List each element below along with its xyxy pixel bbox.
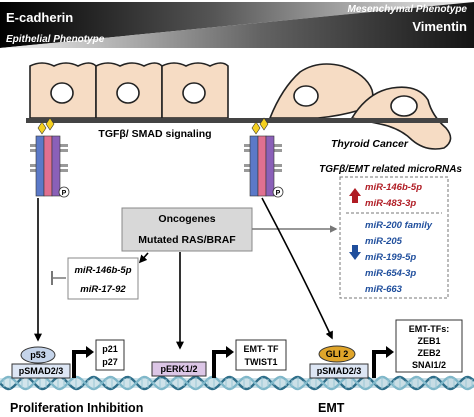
p27-label: p27 — [102, 357, 118, 367]
receptor-subunit — [35, 135, 45, 197]
mirna-inhibit-box — [67, 257, 139, 300]
down-arrow-icon — [349, 245, 361, 260]
emt-tfs-box — [395, 319, 463, 373]
mesenchymal-cell — [268, 63, 374, 119]
receptor-subunit — [51, 135, 61, 197]
gli2-node — [318, 345, 356, 363]
emt-tf-label: EMT- TF — [244, 344, 279, 354]
mirna-up-item: miR-146b-5p — [365, 182, 422, 193]
psmad-right-label: pSMAD2/3 — [317, 366, 362, 376]
p53-node — [20, 346, 56, 364]
psmad-right-node — [309, 363, 369, 379]
mirna-box — [339, 176, 449, 299]
oncogenes-title: Oncogenes — [158, 213, 215, 225]
oncogenes-subtitle: Mutated RAS/BRAF — [138, 234, 236, 246]
tgf-smad-label: TGFβ/ SMAD signaling — [98, 128, 211, 140]
cell-membrane — [26, 118, 448, 123]
mesenchymal-label: Mesenchymal Phenotype — [348, 4, 468, 15]
promoter-arrow-left — [72, 350, 86, 378]
twist1-label: TWIST1 — [245, 357, 278, 367]
tgfb-receptor-left: P — [30, 117, 70, 198]
perk-node — [151, 361, 207, 377]
promoter-arrowhead — [226, 346, 234, 358]
receptor-subunit — [249, 135, 259, 197]
emt-label: EMT — [318, 401, 345, 415]
p21-p27-box — [95, 339, 125, 371]
phospho-icon — [272, 186, 284, 198]
promoter-arrow-right — [372, 350, 386, 378]
tgfb-receptor-right: P — [244, 117, 284, 198]
nucleus — [182, 82, 206, 104]
mirna-down-item: miR-663 — [365, 284, 403, 295]
thyroid-cancer-label: Thyroid Cancer — [331, 138, 409, 150]
vimentin-label: Vimentin — [412, 19, 467, 34]
oncogene-to-mirna-inhibit-arrow — [138, 252, 149, 264]
mirna-inhibit-item: miR-146b-5p — [74, 265, 131, 276]
ligand-icon — [37, 121, 47, 135]
ligand-icon — [45, 117, 55, 131]
mirna-down-item: miR-200 family — [365, 220, 433, 231]
mirna-down-item: miR-205 — [365, 236, 403, 247]
mirna-down-item: miR-654-3p — [365, 268, 416, 279]
phospho-label: P — [276, 190, 281, 197]
receptor-subunit — [257, 135, 267, 197]
nucleus — [50, 82, 74, 104]
mirna-inhibit-item: miR-17-92 — [80, 284, 126, 295]
proliferation-inhibition-label: Proliferation Inhibition — [10, 401, 143, 415]
promoter-arrowhead — [386, 346, 394, 358]
ecadherin-label: E-cadherin — [6, 10, 73, 25]
phospho-label: P — [62, 190, 67, 197]
phenotype-header: E-cadherin Epithelial Phenotype Mesenchy… — [0, 2, 474, 48]
perk-label: pERK1/2 — [160, 364, 197, 374]
epithelial-cells — [29, 62, 229, 119]
emt-tfs-title: EMT-TFs: — [409, 324, 450, 334]
epithelial-label: Epithelial Phenotype — [6, 34, 105, 45]
ligand-icon — [251, 121, 261, 135]
phospho-icon — [58, 186, 70, 198]
zeb1-label: ZEB1 — [417, 336, 440, 346]
receptor-subunit — [43, 135, 53, 197]
promoter-arrowhead — [86, 346, 94, 358]
nucleus — [116, 82, 140, 104]
ligand-icon — [259, 117, 269, 131]
emt-tf-box — [235, 339, 287, 371]
receptor-subunit — [265, 135, 275, 197]
mirna-down-item: miR-199-5p — [365, 252, 416, 263]
dna-strand — [0, 375, 474, 391]
promoter-arrow-middle — [212, 350, 226, 378]
dna-rungs — [3, 377, 473, 389]
zeb2-label: ZEB2 — [417, 348, 440, 358]
p53-label: p53 — [30, 350, 46, 360]
dna-backbone — [0, 375, 474, 391]
mirna-up-item: miR-483-3p — [365, 198, 416, 209]
tgf-emt-mirna-label: TGFβ/EMT related microRNAs — [319, 164, 462, 175]
mesenchymal-cells — [268, 63, 452, 150]
nucleus — [293, 85, 319, 107]
p21-label: p21 — [102, 344, 118, 354]
up-arrow-icon — [349, 188, 361, 203]
dna-backbone — [0, 375, 474, 391]
psmad-left-label: pSMAD2/3 — [19, 366, 64, 376]
gli2-label: GLI 2 — [326, 349, 349, 359]
mesenchymal-wedge — [0, 2, 474, 48]
nucleus — [390, 95, 418, 117]
psmad-left-node — [11, 363, 71, 379]
smad-right-arrow — [261, 197, 333, 340]
snai-label: SNAI1/2 — [412, 360, 446, 370]
